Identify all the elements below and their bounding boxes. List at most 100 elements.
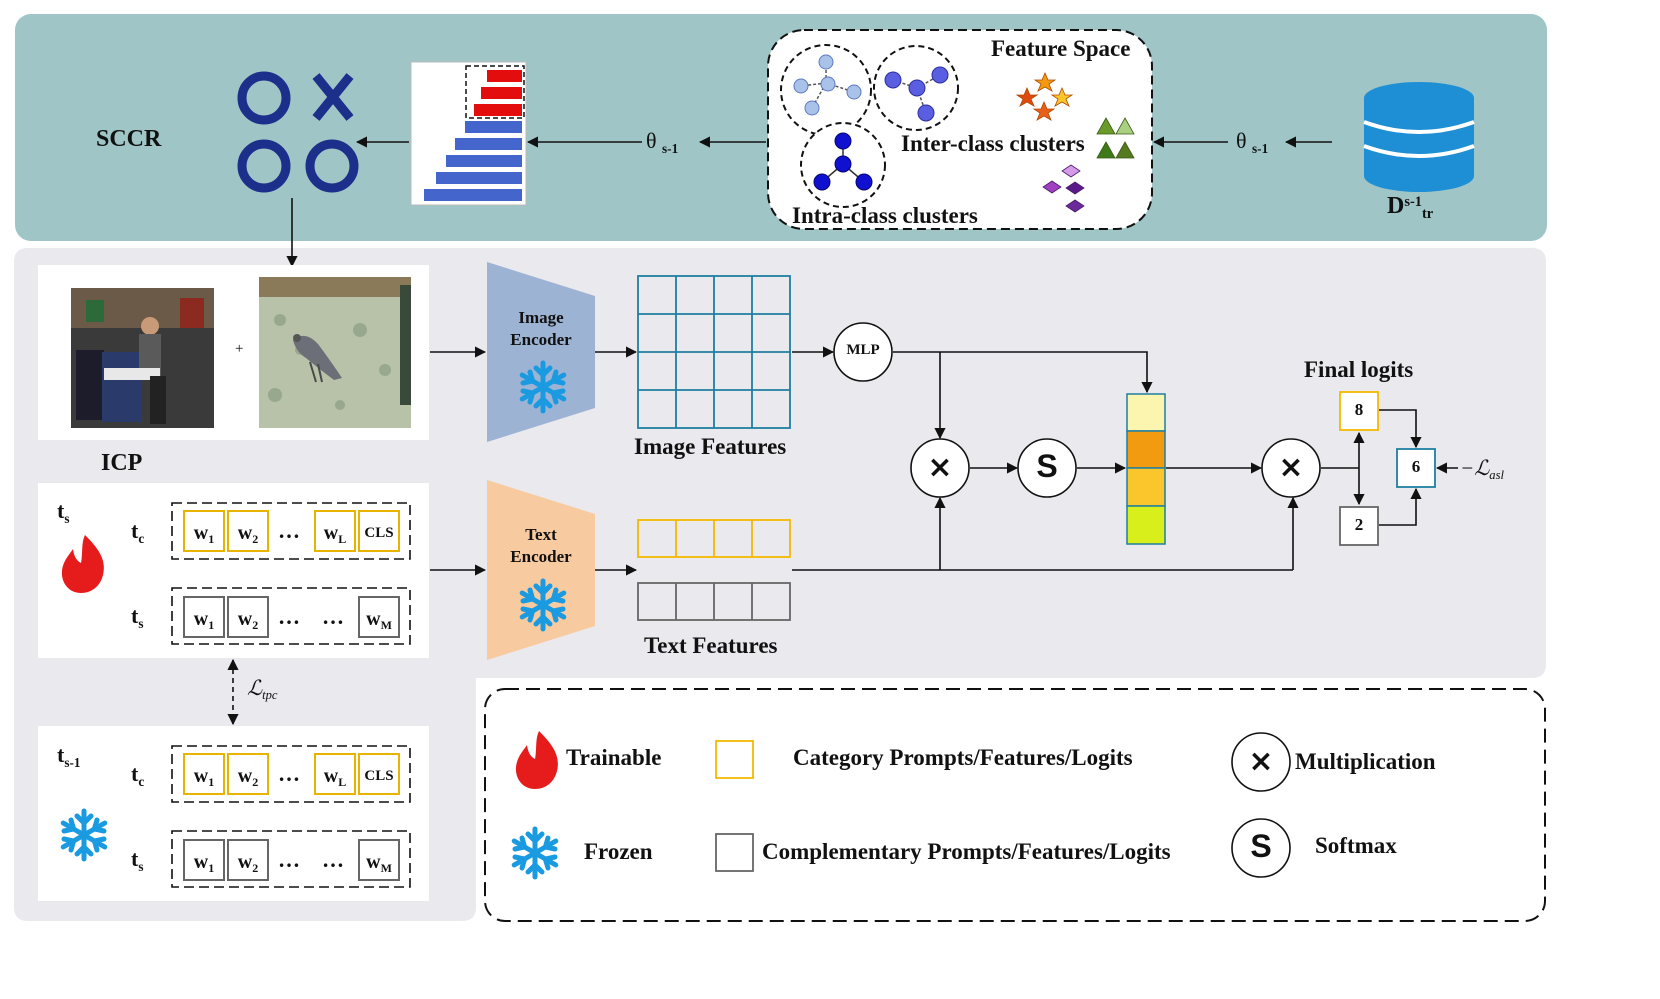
stage-symbol: t (57, 742, 65, 767)
legend-multiply-symbol: × (1248, 744, 1274, 779)
token-sub: 2 (252, 861, 259, 876)
token-cls: CLS (358, 753, 400, 795)
row-sub: s (138, 858, 144, 874)
logit-final-box (1396, 448, 1436, 488)
legend-multiply-node (1231, 732, 1291, 792)
token-sub: L (338, 775, 347, 790)
loss-sub: asl (1489, 468, 1504, 483)
intra-class-label: Intra-class clusters (792, 203, 978, 228)
legend-softmax-node (1231, 818, 1291, 878)
theta-right: θ s-1 (1236, 128, 1269, 156)
multiply-node-1 (910, 438, 970, 498)
token-w1: w1 (183, 510, 225, 552)
token-letter: w (323, 765, 339, 787)
legend-box (484, 688, 1546, 922)
dataset-symbol: D (1387, 193, 1405, 219)
dataset-sup: s-1 (1404, 193, 1422, 210)
token-sub: 2 (252, 775, 259, 790)
theta-left: θ s-1 (646, 128, 678, 156)
token-letter: w (323, 522, 339, 544)
text-encoder (487, 480, 595, 660)
token-letter: w (237, 851, 253, 873)
encoder-line: Encoder (510, 547, 572, 566)
token-w1: w1 (183, 753, 225, 795)
token-w1: w1 (183, 839, 225, 881)
token-ellipsis: … (278, 518, 300, 543)
cluster-mid (873, 45, 959, 131)
image-encoder (487, 262, 595, 442)
stage-sub: s (64, 510, 70, 526)
multiply-node-2 (1261, 438, 1321, 498)
token-sub: 2 (252, 532, 259, 547)
final-logits-title: Final logits (1304, 357, 1414, 382)
token-w2: w2 (227, 596, 269, 638)
token-letter: w (366, 851, 381, 873)
cluster-light (780, 44, 872, 136)
token-letter: w (193, 522, 209, 544)
token-w2: w2 (227, 510, 269, 552)
loss-symbol: −ℒ (1460, 456, 1490, 480)
token-w2: w2 (227, 753, 269, 795)
multiply-symbol: × (1278, 450, 1304, 485)
legend-category: Category Prompts/Features/Logits (793, 745, 1133, 770)
token-sub: M (380, 861, 392, 876)
legend-trainable: Trainable (566, 745, 662, 770)
mlp-label: MLP (846, 342, 880, 358)
sccr-marks (237, 71, 359, 193)
dataset-sub: tr (1421, 206, 1434, 223)
stage-previous-label: ts-1 (57, 742, 80, 770)
token-letter: w (237, 522, 253, 544)
asl-loss-label: −ℒasl (1460, 456, 1504, 483)
token-ellipsis: … (278, 761, 300, 786)
token-letter: w (366, 608, 381, 630)
score-stack (1126, 393, 1166, 545)
snowflake-icon (514, 829, 556, 877)
stage-current-label: ts (57, 498, 70, 526)
image-features-label: Image Features (634, 434, 787, 459)
multiply-symbol: × (927, 450, 953, 485)
token-sub: 1 (208, 618, 215, 633)
token-letter: w (237, 608, 253, 630)
legend-category-swatch (715, 740, 754, 779)
row-complementary-label: ts (131, 603, 143, 631)
row-category-label: tc (131, 518, 144, 546)
softmax-symbol: S (1036, 448, 1058, 484)
token-letter: w (193, 851, 209, 873)
logit-complementary-box (1339, 506, 1379, 546)
token-sub: M (380, 618, 392, 633)
feature-space-title: Feature Space (991, 36, 1131, 61)
inter-class-label: Inter-class clusters (901, 131, 1085, 156)
logit-top-value: 8 (1354, 400, 1364, 419)
token-sub: 1 (208, 532, 215, 547)
encoder-line: Image (518, 308, 564, 327)
theta-sub: s-1 (1252, 140, 1269, 156)
theta-symbol: θ (646, 128, 657, 153)
token-wm: wM (358, 839, 400, 881)
stars-cluster (1015, 71, 1074, 121)
tpc-loss-label: ℒtpc (247, 676, 278, 703)
softmax-node (1017, 438, 1077, 498)
flame-icon (515, 731, 558, 789)
triangles-cluster (1096, 117, 1135, 159)
token-sub: 2 (252, 618, 259, 633)
token-sub: 1 (208, 861, 215, 876)
logit-category-box (1339, 391, 1379, 431)
token-w1: w1 (183, 596, 225, 638)
mlp-node (833, 322, 893, 382)
ranked-bar-chart (410, 61, 527, 206)
legend-complementary: Complementary Prompts/Features/Logits (762, 839, 1171, 864)
text-encoder-label: Text Encoder (500, 524, 582, 568)
token-sub: L (338, 532, 347, 547)
dataset-label: Ds-1tr (1387, 193, 1434, 223)
text-feature-category (637, 519, 791, 558)
token-ellipsis: … (278, 604, 300, 629)
photo-bird (259, 277, 411, 428)
row-category-label: tc (131, 761, 144, 789)
text-feature-complementary (637, 582, 791, 621)
token-ellipsis: … (322, 604, 344, 629)
token-w2: w2 (227, 839, 269, 881)
sccr-label: SCCR (96, 126, 162, 152)
row-symbol: t (131, 518, 139, 543)
token-letter: w (193, 765, 209, 787)
loss-sub: tpc (262, 688, 278, 703)
